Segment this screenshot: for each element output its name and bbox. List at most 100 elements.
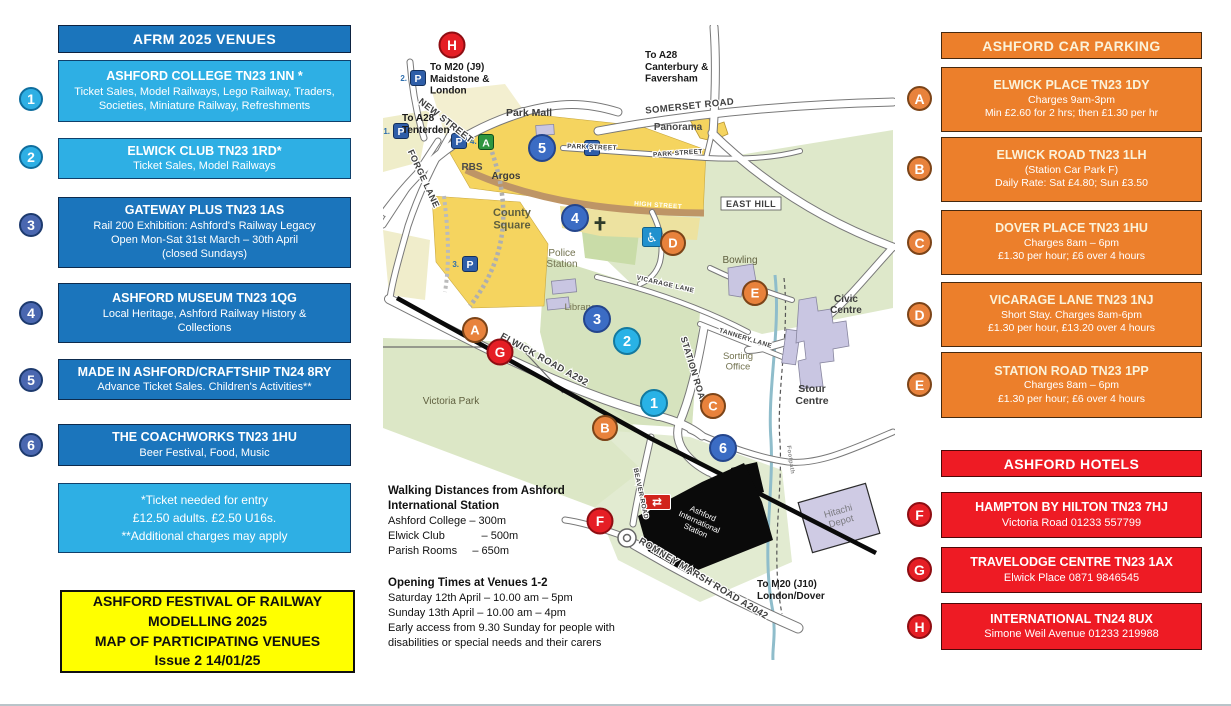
parking-box-d: VICARAGE LANE TN23 1NJ Short Stay. Charg… (941, 282, 1202, 347)
parking-header: ASHFORD CAR PARKING (941, 32, 1202, 59)
venue-badge-5: 5 (19, 368, 43, 392)
parking-c-body: Charges 8am – 6pm £1.30 per hour; £6 ove… (997, 236, 1146, 263)
venue-box-1: ASHFORD COLLEGE TN23 1NN * Ticket Sales,… (58, 60, 351, 122)
venue-5-body: Advance Ticket Sales. Children's Activit… (97, 381, 312, 394)
parking-box-c: DOVER PLACE TN23 1HU Charges 8am – 6pm £… (941, 210, 1202, 275)
venue-badge-2: 2 (19, 145, 43, 169)
hotel-box-h: INTERNATIONAL TN24 8UX Simone Weil Avenu… (941, 603, 1202, 650)
venue-5-title: MADE IN ASHFORD/CRAFTSHIP TN24 8RY (77, 364, 332, 379)
hotel-g-title: TRAVELODGE CENTRE TN23 1AX (970, 555, 1173, 570)
map-direction-label: To M20 (J10)London/Dover (757, 579, 825, 602)
hotel-g-body: Elwick Place 0871 9846545 (1003, 571, 1140, 584)
parking-box-b: ELWICK ROAD TN23 1LH (Station Car Park F… (941, 137, 1202, 202)
map-marker-h: H (438, 31, 466, 59)
venue-4-body: Local Heritage, Ashford Railway History … (102, 307, 307, 334)
svg-text:D: D (668, 236, 677, 251)
venue-box-5: MADE IN ASHFORD/CRAFTSHIP TN24 8RY Advan… (58, 359, 351, 400)
walking-distances-note: Walking Distances from Ashford Internati… (388, 484, 668, 559)
venue-2-title: ELWICK CLUB TN23 1RD* (127, 143, 282, 158)
parking-badge-a: A (907, 86, 932, 111)
parking-box-a: ELWICK PLACE TN23 1DY Charges 9am-3pm Mi… (941, 67, 1202, 132)
church-icon (594, 217, 606, 231)
walking-distances-title: Walking Distances from Ashford Internati… (388, 485, 565, 512)
hotel-badge-h: H (907, 614, 932, 639)
map-place-label: Library (564, 302, 593, 313)
map-place-label: Victoria Park (423, 396, 481, 407)
opening-times-title: Opening Times at Venues 1-2 (388, 577, 548, 589)
map-place-label: Park Mall (506, 107, 552, 119)
svg-text:5: 5 (538, 141, 546, 157)
map-marker-f: F (586, 507, 614, 535)
parking-badge-c: C (907, 230, 932, 255)
venue-badge-4: 4 (19, 301, 43, 325)
map-parking-icon: P 5. (584, 140, 610, 156)
venue-4-title: ASHFORD MUSEUM TN23 1QG (112, 290, 297, 305)
map-marker-d: D (660, 230, 686, 256)
map-direction-label: To M20 (J9)Maidstone &London (430, 62, 489, 97)
svg-text:G: G (495, 345, 506, 360)
venue-box-2: ELWICK CLUB TN23 1RD* Ticket Sales, Mode… (58, 138, 351, 179)
venue-3-title: GATEWAY PLUS TN23 1AS (124, 203, 285, 218)
map-place-label: RBS (461, 162, 482, 173)
parking-badge-d: D (907, 302, 932, 327)
parking-e-body: Charges 8am – 6pm £1.30 per hour; £6 ove… (997, 379, 1146, 405)
svg-text:P: P (588, 143, 595, 155)
svg-text:⇄: ⇄ (652, 495, 662, 509)
hotel-f-body: Victoria Road 01233 557799 (1001, 516, 1142, 529)
svg-text:3: 3 (593, 312, 601, 328)
svg-text:5.: 5. (603, 144, 610, 153)
svg-text:P: P (414, 73, 421, 85)
hotels-header: ASHFORD HOTELS (941, 450, 1202, 477)
parking-b-body: (Station Car Park F) Daily Rate: Sat £4.… (995, 163, 1148, 190)
parking-a-title: ELWICK PLACE TN23 1DY (993, 78, 1150, 93)
parking-d-title: VICARAGE LANE TN23 1NJ (989, 293, 1154, 308)
svg-text:P: P (397, 126, 404, 138)
map-road-label: EAST HILL (726, 199, 776, 209)
venue-2-body: Ticket Sales, Model Railways (133, 160, 276, 173)
svg-text:1.: 1. (383, 127, 390, 136)
svg-text:A: A (482, 138, 490, 150)
venue-6-body: Beer Festival, Food, Music (139, 446, 270, 459)
map-marker-e: E (742, 280, 768, 306)
map-parking-icon: P2. (400, 70, 426, 86)
parking-badge-b: B (907, 156, 932, 181)
venue-1-body: Ticket Sales, Model Railways, Lego Railw… (74, 85, 335, 112)
svg-text:4: 4 (571, 211, 579, 227)
hotel-badge-f: F (907, 502, 932, 527)
hotel-badge-g: G (907, 557, 932, 582)
svg-text:A: A (470, 323, 480, 338)
venue-6-title: THE COACHWORKS TN23 1HU (112, 430, 297, 445)
ticket-note-box: *Ticket needed for entry £12.50 adults. … (58, 483, 351, 553)
parking-a-body: Charges 9am-3pm Min £2.60 for 2 hrs; the… (984, 93, 1159, 120)
venue-box-6: THE COACHWORKS TN23 1HU Beer Festival, F… (58, 424, 351, 466)
venue-1-title: ASHFORD COLLEGE TN23 1NN * (106, 68, 303, 83)
map-parking-icon: P 1. (383, 123, 409, 139)
svg-text:C: C (708, 399, 718, 414)
svg-text:6: 6 (719, 441, 727, 457)
station-shape (638, 462, 773, 574)
venue-box-3: GATEWAY PLUS TN23 1AS Rail 200 Exhibitio… (58, 197, 351, 268)
venue-3-body: Rail 200 Exhibition: Ashford's Railway L… (93, 219, 316, 261)
map-marker-4: 4 (561, 204, 589, 232)
map-place-label: Panorama (654, 122, 703, 133)
map-marker-2: 2 (613, 327, 641, 355)
map-place-label: Argos (492, 171, 521, 182)
venue-a-icon: A (478, 134, 494, 150)
opening-times-body: Saturday 12th April – 10.00 am – 5pm Sun… (388, 591, 615, 650)
poster-title-box: ASHFORD FESTIVAL OF RAILWAY MODELLING 20… (60, 590, 355, 673)
opening-times-note: Opening Times at Venues 1-2 Saturday 12t… (388, 576, 678, 652)
svg-text:1: 1 (650, 396, 658, 412)
venue-badge-3: 3 (19, 213, 43, 237)
parking-d-body: Short Stay. Charges 8am-6pm £1.30 per ho… (988, 308, 1155, 335)
svg-text:3.: 3. (452, 260, 459, 269)
map-road-label: Footpath (785, 445, 795, 474)
parking-e-title: STATION ROAD TN23 1PP (994, 363, 1149, 378)
svg-text:H: H (447, 38, 457, 53)
venue-box-4: ASHFORD MUSEUM TN23 1QG Local Heritage, … (58, 283, 351, 343)
